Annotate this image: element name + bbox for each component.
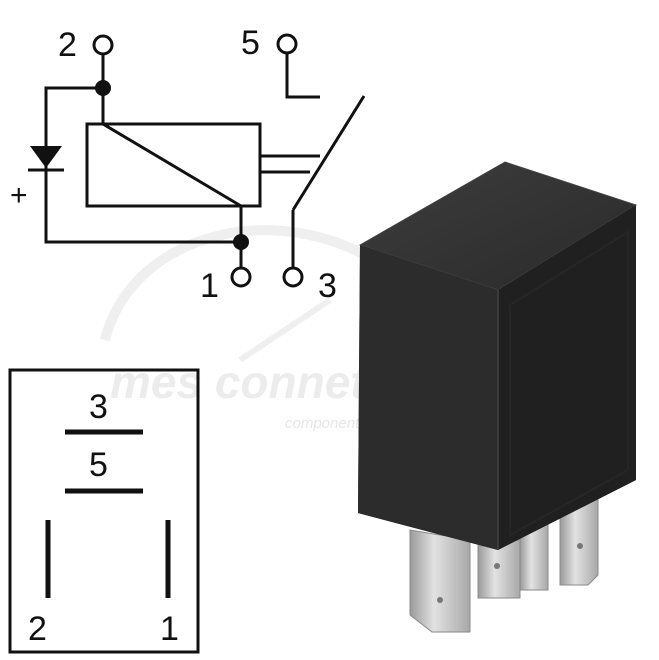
pin1-label: 1 — [200, 267, 219, 305]
relay-photo — [358, 161, 638, 633]
diode-icon — [30, 146, 62, 168]
pinout-top-label: 3 — [89, 388, 108, 426]
diode-polarity-label: + — [10, 179, 28, 212]
pin3-label: 3 — [318, 267, 337, 305]
pinout-diagram — [8, 368, 200, 654]
pin5-terminal-icon — [276, 33, 298, 55]
coil-box — [85, 122, 262, 208]
pin5-label: 5 — [241, 24, 260, 62]
watermark-needle-icon — [238, 297, 332, 363]
pinout-middle-label: 5 — [89, 446, 108, 484]
pin1-terminal-icon — [230, 266, 252, 288]
watermark-swoosh-icon — [100, 225, 368, 342]
pin2-terminal-icon — [92, 34, 114, 56]
pin3-terminal-icon — [282, 266, 304, 288]
pinout-frame — [8, 368, 200, 654]
junction-dot-icon — [233, 234, 249, 250]
pin2-label: 2 — [58, 26, 77, 64]
relay-schematic — [28, 33, 366, 288]
pinout-right-label: 1 — [160, 610, 179, 648]
pinout-left-label: 2 — [28, 610, 47, 648]
